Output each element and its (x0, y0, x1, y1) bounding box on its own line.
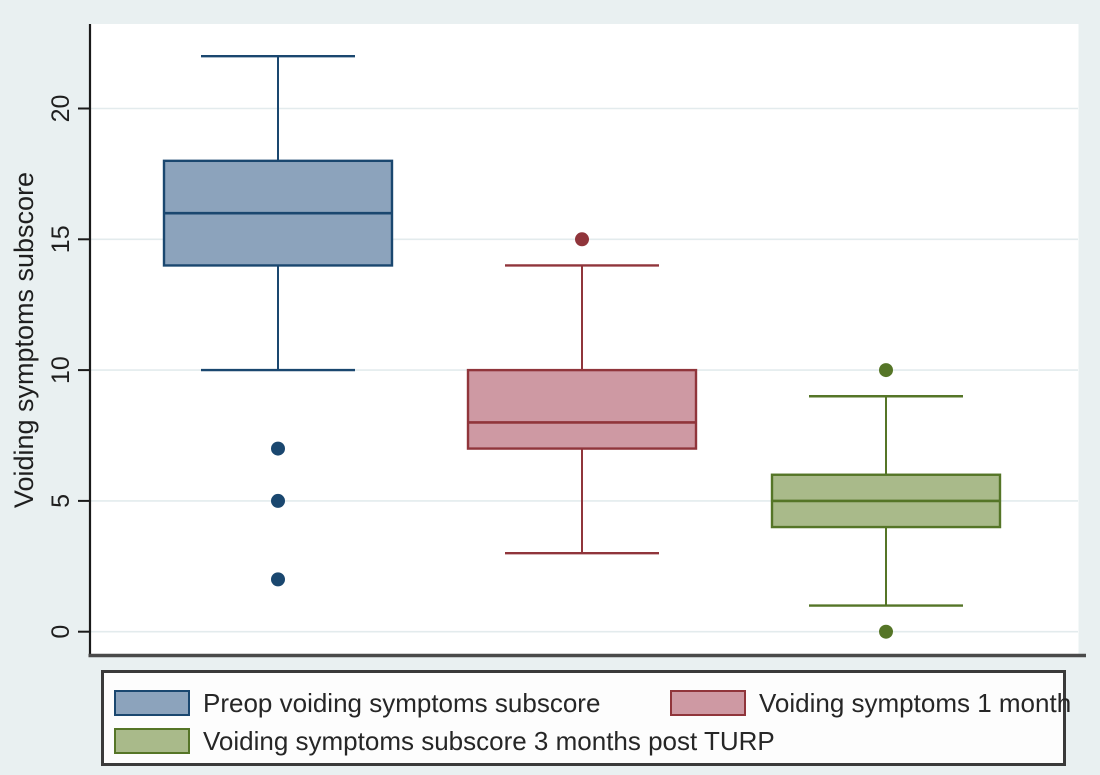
legend-swatch-preop (114, 690, 190, 716)
plot-area (90, 24, 1079, 656)
legend-item-3-months: Voiding symptoms subscore 3 months post … (114, 728, 775, 754)
box-series-0 (162, 54, 394, 587)
box-series-1 (466, 232, 698, 555)
legend: Preop voiding symptoms subscore Voiding … (101, 670, 1071, 766)
ytick-label-15: 15 (47, 225, 75, 253)
ytick-label-10: 10 (47, 356, 75, 384)
ytick-label-5: 5 (47, 494, 75, 508)
legend-label-1-month: Voiding symptoms 1 month (759, 688, 1072, 718)
legend-label-preop: Preop voiding symptoms subscore (203, 688, 601, 718)
ytick-label-20: 20 (47, 95, 75, 123)
legend-label-3-months: Voiding symptoms subscore 3 months post … (203, 726, 775, 756)
legend-swatch-1-month (670, 690, 746, 716)
legend-item-preop: Preop voiding symptoms subscore (114, 690, 600, 716)
ytick-label-0: 0 (47, 625, 75, 639)
y-axis-title: Voiding symptoms subscore (9, 172, 39, 508)
box-series-2 (770, 363, 1002, 639)
legend-item-1-month: Voiding symptoms 1 month (670, 690, 1071, 716)
legend-swatch-3-months (114, 728, 190, 754)
